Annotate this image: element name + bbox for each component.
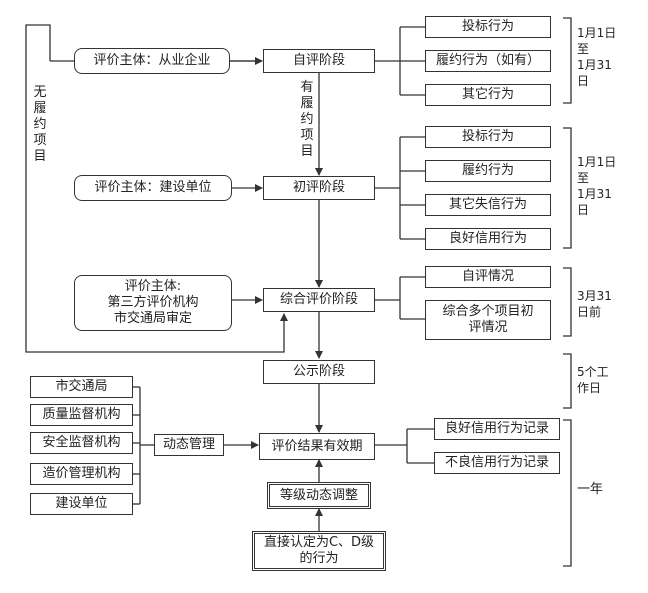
time-note-self-line-3: 1月31: [577, 58, 612, 72]
time-note-publicity: 5个工 作日: [577, 364, 609, 396]
time-note-initial-line-3: 1月31: [577, 187, 612, 201]
time-note-comprehensive-line-2: 日前: [577, 305, 602, 319]
subject-construction-unit: 评价主体：建设单位: [74, 175, 232, 201]
stage-comprehensive-eval: 综合评价阶段: [263, 288, 375, 312]
initial-item-performance: 履约行为: [425, 160, 551, 182]
subject-enterprise: 评价主体：从业企业: [74, 48, 230, 74]
time-note-self-line-1: 1月1日: [577, 26, 617, 40]
time-note-self: 1月1日 至 1月31 日: [577, 25, 616, 89]
subject-third-party-line-2: 第三方评价机构: [107, 295, 199, 310]
stage-self-eval: 自评阶段: [263, 49, 375, 73]
agency-safety-supervision: 安全监督机构: [30, 432, 133, 454]
label-has-performance-project: 有履约项目: [300, 80, 314, 159]
direct-grade-cd: 直接认定为C、D级 的行为: [252, 531, 386, 571]
dynamic-management: 动态管理: [154, 434, 224, 456]
initial-item-good-credit: 良好信用行为: [425, 228, 551, 250]
time-note-self-line-2: 至: [577, 42, 590, 56]
agency-cost-management: 造价管理机构: [30, 463, 133, 485]
time-note-publicity-line-1: 5个工: [577, 365, 609, 379]
self-item-bidding: 投标行为: [425, 16, 551, 38]
agency-transport-bureau: 市交通局: [30, 376, 133, 398]
time-note-comprehensive: 3月31 日前: [577, 288, 612, 320]
result-good-credit-record: 良好信用行为记录: [434, 418, 560, 440]
subject-third-party-line-1: 评价主体:: [124, 279, 182, 294]
initial-item-other-dishonest: 其它失信行为: [425, 194, 551, 216]
comprehensive-item-multi-project: 综合多个项目初 评情况: [425, 300, 551, 340]
self-item-performance: 履约行为（如有）: [425, 50, 551, 72]
stage-result-valid: 评价结果有效期: [259, 433, 375, 460]
initial-item-bidding: 投标行为: [425, 126, 551, 148]
time-note-validity: 一年: [577, 482, 604, 497]
subject-third-party: 评价主体: 第三方评价机构 市交通局审定: [74, 275, 232, 331]
time-note-initial-line-1: 1月1日: [577, 155, 617, 169]
direct-grade-cd-line-1: 直接认定为C、D级: [263, 535, 375, 550]
time-note-comprehensive-line-1: 3月31: [577, 289, 612, 303]
time-note-self-line-4: 日: [577, 74, 590, 88]
stage-publicity: 公示阶段: [263, 360, 375, 384]
time-note-publicity-line-2: 作日: [577, 381, 602, 395]
time-note-initial: 1月1日 至 1月31 日: [577, 154, 616, 218]
subject-third-party-line-3: 市交通局审定: [113, 311, 192, 326]
label-no-performance-project: 无履约项目: [33, 85, 47, 164]
comprehensive-item-self: 自评情况: [425, 266, 551, 288]
time-note-initial-line-4: 日: [577, 203, 590, 217]
grade-dynamic-adjust: 等级动态调整: [267, 482, 371, 509]
agency-quality-supervision: 质量监督机构: [30, 404, 133, 426]
self-item-other: 其它行为: [425, 84, 551, 106]
comprehensive-item-multi-project-line-2: 评情况: [468, 320, 508, 335]
direct-grade-cd-line-2: 的行为: [299, 551, 339, 566]
agency-construction-unit: 建设单位: [30, 493, 133, 515]
result-bad-credit-record: 不良信用行为记录: [434, 452, 560, 474]
time-note-initial-line-2: 至: [577, 171, 590, 185]
comprehensive-item-multi-project-line-1: 综合多个项目初: [442, 304, 534, 319]
stage-initial-eval: 初评阶段: [263, 176, 375, 200]
